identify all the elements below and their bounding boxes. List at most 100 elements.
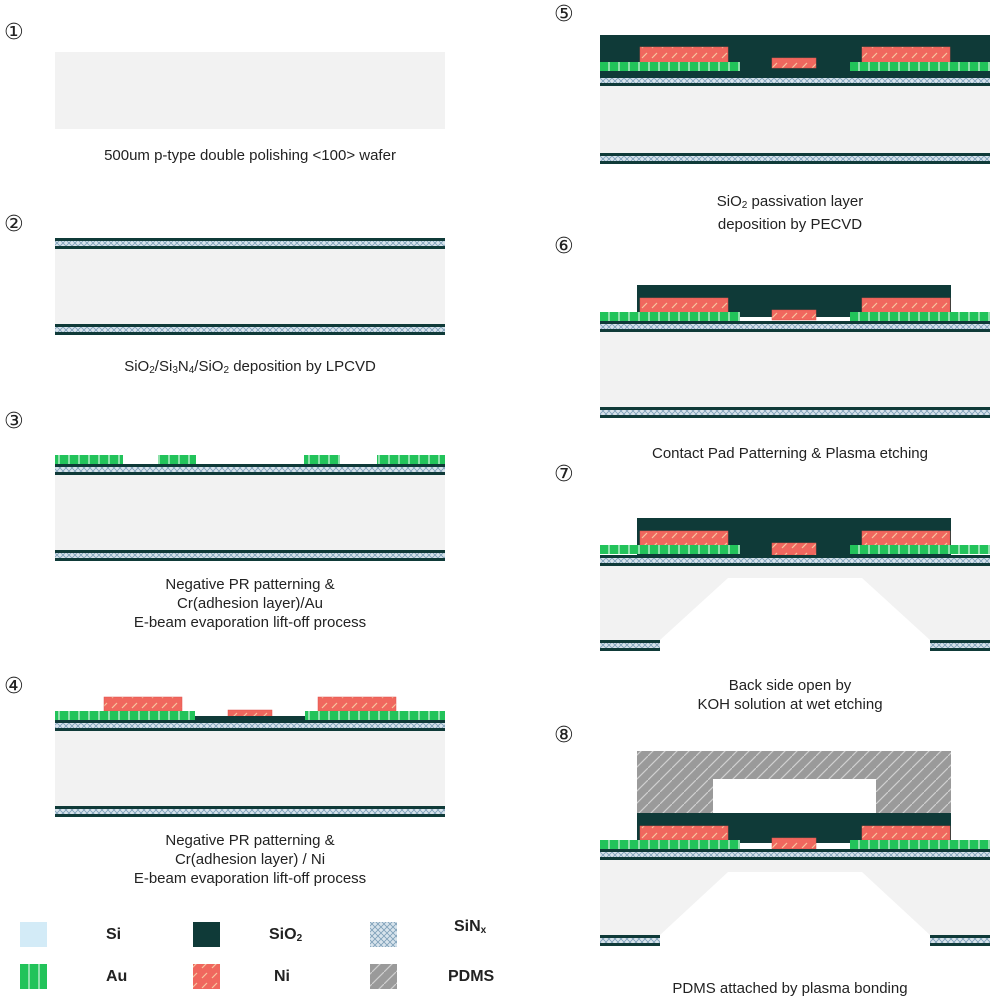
caption-line: SiO2/Si3N4/SiO2 deposition by LPCVD <box>124 358 376 376</box>
au-pad <box>600 840 740 849</box>
step-number-7: ⑦ <box>554 462 574 487</box>
au-pad <box>850 840 990 849</box>
step-number-8: ⑧ <box>554 723 574 748</box>
caption-line: E-beam evaporation lift-off process <box>133 870 367 887</box>
bottom-sinx-layer <box>55 327 445 332</box>
top-sio2-layer <box>600 563 990 566</box>
si-wafer <box>55 249 445 324</box>
ni-electrode <box>639 46 729 64</box>
legend-label-au: Au <box>106 968 128 985</box>
ni-electrode <box>861 46 951 64</box>
caption-line: Cr(adhesion layer)/Au <box>177 595 323 612</box>
caption-line: Negative PR patterning & <box>165 576 335 593</box>
legend-swatch-ni <box>193 964 220 989</box>
bottom-sio2-layer <box>55 814 445 817</box>
ni-electrode <box>103 696 183 712</box>
top-sio2-layer <box>600 329 990 332</box>
bottom-left-sio2-layer <box>600 935 660 938</box>
top-sio2-layer <box>55 464 445 467</box>
au-pad <box>600 312 740 321</box>
bottom-left-sinx-layer <box>600 938 660 943</box>
step-number-4: ④ <box>4 674 24 699</box>
ni-electrode <box>771 309 817 321</box>
legend-label-ni: Ni <box>274 968 290 985</box>
top-sio2-layer <box>600 857 990 860</box>
si-wafer <box>55 475 445 550</box>
sio2-layer <box>195 716 305 720</box>
bottom-sio2-layer <box>55 806 445 809</box>
top-sinx-layer <box>600 78 990 83</box>
top-sio2-layer <box>55 238 445 241</box>
bottom-sio2-layer <box>600 407 990 410</box>
ni-electrode <box>639 297 729 314</box>
ni-electrode <box>639 825 729 841</box>
ni-electrode <box>771 837 817 850</box>
ni-electrode <box>861 297 951 314</box>
bottom-right-sio2-layer <box>930 943 990 946</box>
au-pad <box>305 711 445 720</box>
caption-line: Contact Pad Patterning & Plasma etching <box>652 445 928 462</box>
caption-line: deposition by PECVD <box>717 216 863 233</box>
legend-label-si: Si <box>106 926 122 943</box>
step-number-5: ⑤ <box>554 2 574 27</box>
ni-electrode <box>771 542 817 556</box>
ni-electrode <box>771 57 817 69</box>
caption-line: SiO2 passivation layer <box>716 193 864 211</box>
au-pad <box>600 62 740 71</box>
bottom-sio2-layer <box>600 415 990 418</box>
si-wafer <box>55 52 445 129</box>
bottom-left-sinx-layer <box>600 643 660 648</box>
bottom-left-sio2-layer <box>600 943 660 946</box>
au-pad <box>55 711 195 720</box>
au-pad <box>158 455 196 464</box>
caption-line: KOH solution at wet etching <box>697 696 883 713</box>
step-7-caption: Back side open by KOH solution at wet et… <box>570 676 991 714</box>
step-4-caption: Negative PR patterning & Cr(adhesion lay… <box>20 831 480 888</box>
caption-line: Cr(adhesion layer) / Ni <box>174 851 326 868</box>
legend-swatch-sinx <box>370 922 397 947</box>
bottom-right-sio2-layer <box>930 935 990 938</box>
top-sinx-layer <box>55 723 445 728</box>
top-sio2-layer <box>600 555 990 558</box>
bottom-right-sio2-layer <box>930 648 990 651</box>
legend-label-pdms: PDMS <box>448 968 495 985</box>
caption-line: E-beam evaporation lift-off process <box>133 614 367 631</box>
step-8-caption: PDMS attached by plasma bonding <box>570 979 991 998</box>
step-number-1: ① <box>4 20 24 45</box>
top-sio2-layer <box>55 246 445 249</box>
bottom-left-sio2-layer <box>600 640 660 643</box>
au-pad <box>600 545 740 554</box>
caption-line: PDMS attached by plasma bonding <box>672 980 908 997</box>
pdms-channel <box>713 779 876 813</box>
step-2-caption: SiO2/Si3N4/SiO2 deposition by LPCVD <box>20 357 480 380</box>
au-pad <box>850 545 990 554</box>
step-number-6: ⑥ <box>554 234 574 259</box>
step-3-caption: Negative PR patterning & Cr(adhesion lay… <box>20 575 480 632</box>
top-sinx-layer <box>55 467 445 472</box>
top-sio2-layer <box>600 83 990 86</box>
bottom-sinx-layer <box>600 156 990 161</box>
bottom-sio2-layer <box>55 558 445 561</box>
step-number-2: ② <box>4 212 24 237</box>
bottom-right-sinx-layer <box>930 643 990 648</box>
bottom-sio2-layer <box>600 153 990 156</box>
bottom-right-sinx-layer <box>930 938 990 943</box>
bottom-sinx-layer <box>600 410 990 415</box>
bottom-sio2-layer <box>55 324 445 327</box>
legend-label-sinx: SiNx <box>454 918 487 936</box>
bottom-sinx-layer <box>55 809 445 814</box>
top-sio2-layer <box>55 472 445 475</box>
top-sio2-layer <box>600 849 990 852</box>
top-sinx-layer <box>600 324 990 329</box>
step-1-caption: 500um p-type double polishing <100> wafe… <box>20 146 480 165</box>
legend-swatch-si <box>20 922 47 947</box>
ni-electrode <box>639 530 729 547</box>
top-sinx-layer <box>600 852 990 857</box>
ni-electrode <box>861 530 951 547</box>
top-sio2-layer <box>600 321 990 324</box>
caption-line: 500um p-type double polishing <100> wafe… <box>104 147 396 164</box>
caption-line: Back side open by <box>728 677 852 694</box>
si-wafer-etched <box>600 566 990 640</box>
step-6-caption: Contact Pad Patterning & Plasma etching <box>570 444 991 463</box>
